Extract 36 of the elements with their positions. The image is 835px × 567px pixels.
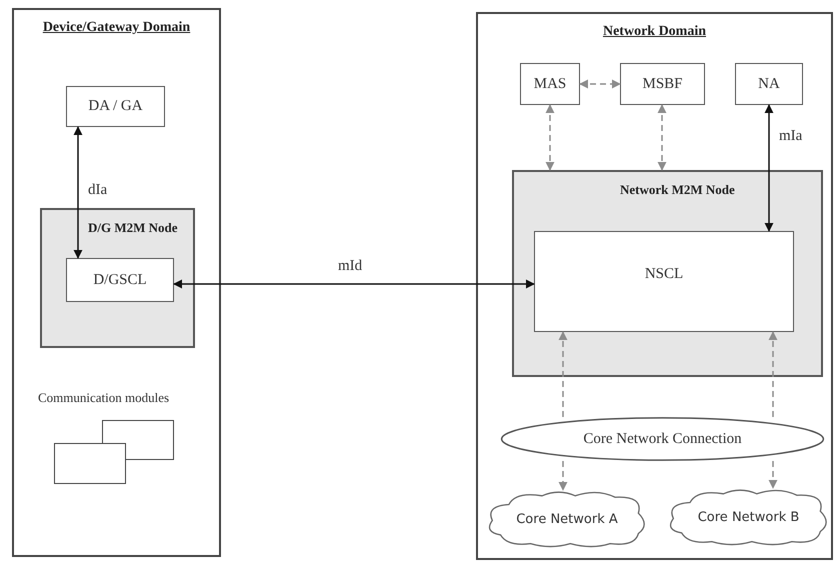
cloud-text: Core Network B (698, 510, 800, 524)
module-box (54, 443, 126, 484)
dashed-arrow (768, 331, 778, 417)
component-box (66, 258, 174, 302)
box-text: NSCL (644, 266, 684, 283)
ellipse-text: Core Network Connection (583, 430, 742, 448)
domain-heading: Device/Gateway Domain (42, 20, 192, 36)
box-text: MSBF (642, 76, 683, 92)
arrow (74, 126, 82, 259)
component-box (520, 63, 580, 105)
node-heading: D/G M2M Node (88, 220, 178, 236)
component-box (534, 231, 794, 332)
node-panel (512, 170, 823, 377)
box-text: MAS (534, 76, 566, 92)
domain-heading: Network Domain (602, 24, 708, 40)
dashed-arrow (558, 331, 568, 417)
node-panel (40, 208, 195, 348)
box-text: D/GSCL (93, 272, 147, 288)
cloud-text: Core Network A (516, 512, 618, 526)
box-text: DA / GA (88, 98, 143, 115)
box-text: NA (758, 76, 780, 92)
component-box (620, 63, 705, 105)
dashed-arrow (546, 104, 554, 171)
node-heading: Network M2M Node (620, 182, 735, 198)
connection-ellipse (500, 417, 825, 461)
section-label: Communication modules (38, 390, 170, 406)
domain-panel (12, 8, 221, 557)
component-box (66, 86, 165, 127)
dashed-arrow (658, 104, 666, 171)
dashed-arrow (768, 461, 778, 489)
component-box (735, 63, 803, 105)
dashed-arrow (579, 80, 621, 88)
domain-panel (476, 12, 833, 560)
dashed-arrow (558, 461, 568, 491)
arrow (764, 104, 774, 232)
arrow (173, 280, 535, 288)
